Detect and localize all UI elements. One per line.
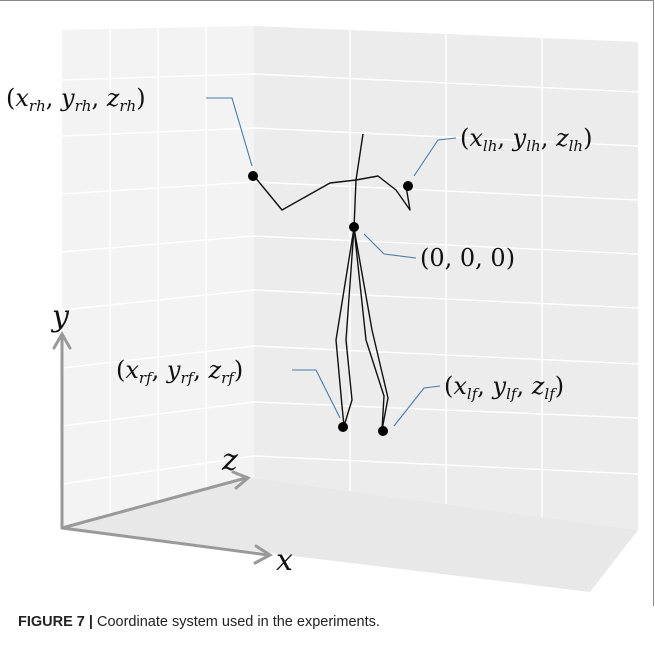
x-axis-label: x (276, 543, 293, 578)
left-hand-joint (403, 181, 413, 191)
caption-text: Coordinate system used in the experiment… (92, 614, 380, 630)
left-hand-leader (413, 137, 457, 177)
right-hand-joint (248, 171, 258, 181)
x-axis-arrowhead (253, 544, 273, 565)
floor-plane (62, 478, 638, 592)
skeleton-figure (253, 133, 411, 431)
left-leg-inner (353, 227, 389, 431)
right-leg (335, 227, 355, 427)
leader-lines (206, 97, 457, 427)
right-hand-label: (xrh, yrh, zrh) (6, 84, 146, 115)
origin-joint (349, 222, 359, 232)
side-wall-grid (253, 30, 639, 517)
origin-leader (363, 233, 417, 259)
y-axis-arrowhead (52, 330, 72, 350)
coordinate-system-figure: y z x (xrh, yrh, zrh) (xlh, ylh, zlh) (0… (6, 26, 639, 592)
left-leg (353, 227, 385, 431)
right-foot-leader (292, 369, 341, 419)
y-axis-label: y (50, 299, 70, 334)
joints (248, 171, 413, 436)
origin-label: (0, 0, 0) (420, 244, 515, 272)
figure-caption: FIGURE 7 | Coordinate system used in the… (18, 614, 648, 630)
right-arm (253, 175, 357, 211)
right-leg-inner (343, 227, 355, 427)
left-foot-leader (393, 385, 441, 427)
z-axis-line (60, 476, 248, 530)
left-hand-label: (xlh, ylh, zlh) (460, 124, 592, 155)
z-axis-label: z (221, 443, 238, 478)
left-arm (355, 175, 411, 211)
right-hand-leader (206, 97, 253, 167)
left-foot-label: (xlf, ylf, zlf) (444, 372, 564, 403)
x-axis-line (60, 526, 270, 557)
z-axis-arrowhead (231, 470, 251, 490)
back-wall-grid (61, 27, 255, 516)
caption-label: FIGURE 7 | (18, 614, 93, 630)
axes (52, 330, 273, 565)
figure-frame (0, 0, 654, 606)
left-foot-joint (378, 426, 388, 436)
right-foot-joint (338, 422, 348, 432)
right-foot-label: (xrf, yrf, zrf) (116, 356, 243, 387)
